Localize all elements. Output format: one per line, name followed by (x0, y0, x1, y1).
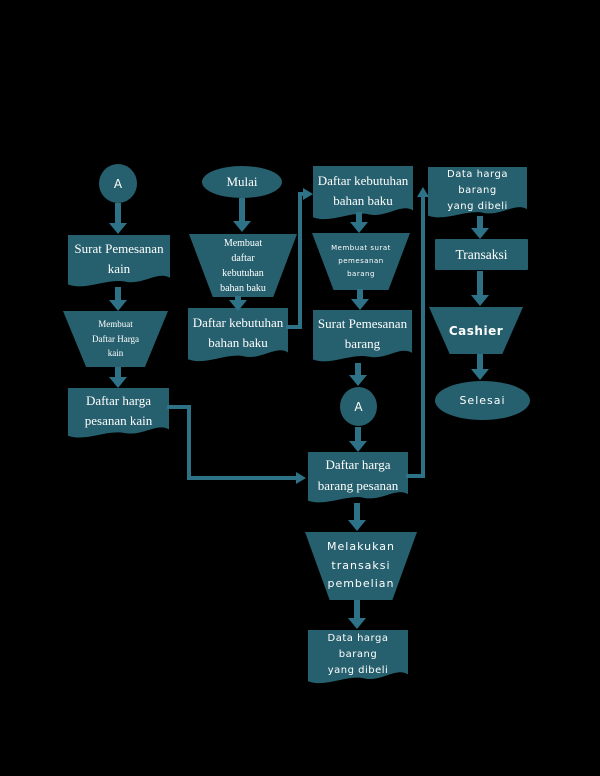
arrowhead-down-icon (471, 369, 489, 380)
node-label: Daftar harga pesanan kain (84, 392, 153, 428)
node-label: Surat Pemesanan kain (74, 240, 164, 276)
node-membuat-surat-pemesanan: Membuat surat pemesanan barang (312, 233, 410, 290)
document-shape (188, 308, 288, 362)
node-label: Cashier (448, 323, 504, 338)
arrowhead-down-icon (233, 221, 251, 232)
document-shape (308, 630, 408, 684)
node-label: Membuat Daftar Harga kain (91, 318, 140, 359)
node-label: Daftar kebutuhan bahan baku (192, 314, 284, 350)
node-membuat-daftar-kebutuhan: Membuat daftar kebutuhan bahan baku (189, 234, 297, 297)
node-label: A (354, 399, 363, 414)
arrow-melakukan-to-data-harga (348, 600, 366, 629)
arrow-surat-kain-to-membuat-dh (109, 287, 127, 311)
document-shape (313, 310, 412, 362)
node-surat-pemesanan-barang: Surat Pemesanan barang (313, 310, 412, 366)
manual-operation-shape (63, 311, 168, 367)
arrowhead-down-icon (349, 441, 367, 452)
node-connector-a-mid: A (340, 387, 377, 426)
node-daftar-harga-pesanan-kain: Daftar harga pesanan kain (68, 388, 169, 442)
node-label: Surat Pemesanan barang (317, 315, 408, 351)
node-daftar-kebutuhan-mid: Daftar kebutuhan bahan baku (188, 308, 288, 366)
node-label: Daftar harga barang pesanan (317, 457, 399, 493)
manual-operation-shape (429, 307, 523, 354)
node-daftar-harga-barang-pesanan: Daftar harga barang pesanan (308, 452, 408, 507)
arrowhead-down-icon (471, 228, 489, 239)
node-connector-a-left: A (99, 164, 137, 203)
node-membuat-daftar-harga-kain: Membuat Daftar Harga kain (63, 311, 168, 367)
arrow-data-harga-to-transaksi (471, 216, 489, 239)
node-label: Membuat surat pemesanan barang (331, 243, 391, 279)
arrowhead-down-icon (351, 299, 369, 310)
manual-operation-shape (305, 532, 417, 600)
arrow-a-to-daftar-harga-barang (349, 427, 367, 452)
node-surat-pemesanan-kain: Surat Pemesanan kain (68, 235, 170, 291)
arrow-membuat-surat-to-surat-barang (351, 289, 369, 310)
arrow-mulai-to-membuat-daftar (233, 198, 251, 232)
manual-operation-shape (312, 233, 410, 290)
node-data-harga-dibeli-top: Data harga barang yang dibeli (428, 167, 527, 222)
node-label: Melakukan transaksi pembelian (327, 539, 395, 591)
node-label: Membuat daftar kebutuhan bahan baku (220, 237, 266, 294)
node-cashier: Cashier (429, 307, 523, 354)
arrowhead-down-icon (109, 377, 127, 388)
connector-keb-up-seg3 (298, 192, 305, 196)
arrow-membuat-dh-to-daftar-harga (109, 367, 127, 388)
node-data-harga-dibeli-bottom: Data harga barang yang dibeli (308, 630, 408, 688)
document-shape (428, 167, 527, 218)
document-shape (308, 452, 408, 503)
arrow-cashier-to-selesai (471, 354, 489, 380)
node-label: Daftar kebutuhan bahan baku (317, 172, 409, 208)
arrowhead-right-icon (303, 188, 313, 200)
arrow-membuat-daftar-to-daftar-keb (229, 296, 247, 311)
node-label: Transaksi (455, 246, 508, 262)
arrowhead-down-icon (109, 223, 127, 234)
arrow-daftar-harga-to-melakukan (348, 503, 366, 531)
node-label: Selesai (459, 394, 506, 407)
arrowhead-down-icon (349, 375, 367, 386)
node-label: Mulai (226, 174, 258, 189)
arrowhead-up-icon (417, 187, 429, 197)
connector-keb-up-seg2 (298, 192, 302, 329)
document-shape (68, 235, 170, 287)
node-label: Data harga barang yang dibeli (447, 168, 508, 212)
manual-operation-shape (189, 234, 297, 297)
node-selesai-terminator: Selesai (435, 381, 530, 420)
arrowhead-down-icon (229, 300, 247, 311)
arrow-a-to-surat-kain (109, 203, 127, 234)
connector-kain-to-barang-seg1 (167, 405, 191, 409)
arrowhead-right-icon (296, 472, 306, 484)
node-transaksi: Transaksi (435, 239, 528, 270)
connector-kain-to-barang-seg2 (187, 405, 191, 480)
document-shape (68, 388, 169, 438)
connector-barang-up-seg1 (406, 474, 425, 478)
arrow-surat-barang-to-a (349, 363, 367, 386)
node-melakukan-transaksi: Melakukan transaksi pembelian (305, 532, 417, 600)
connector-keb-up-seg1 (286, 325, 302, 329)
arrow-daftar-keb-to-membuat-surat (350, 212, 368, 233)
connector-barang-up-seg2 (421, 196, 425, 478)
document-shape (313, 166, 413, 220)
arrow-transaksi-to-cashier (471, 271, 489, 306)
connector-kain-to-barang-seg3 (187, 476, 297, 480)
node-label: A (113, 176, 123, 191)
node-daftar-kebutuhan-top: Daftar kebutuhan bahan baku (313, 166, 413, 224)
arrowhead-down-icon (109, 300, 127, 311)
node-mulai-terminator: Mulai (202, 166, 282, 198)
arrowhead-down-icon (350, 222, 368, 233)
arrowhead-down-icon (348, 520, 366, 531)
node-label: Data harga barang yang dibeli (327, 633, 389, 676)
arrowhead-down-icon (348, 618, 366, 629)
arrowhead-down-icon (471, 295, 489, 306)
